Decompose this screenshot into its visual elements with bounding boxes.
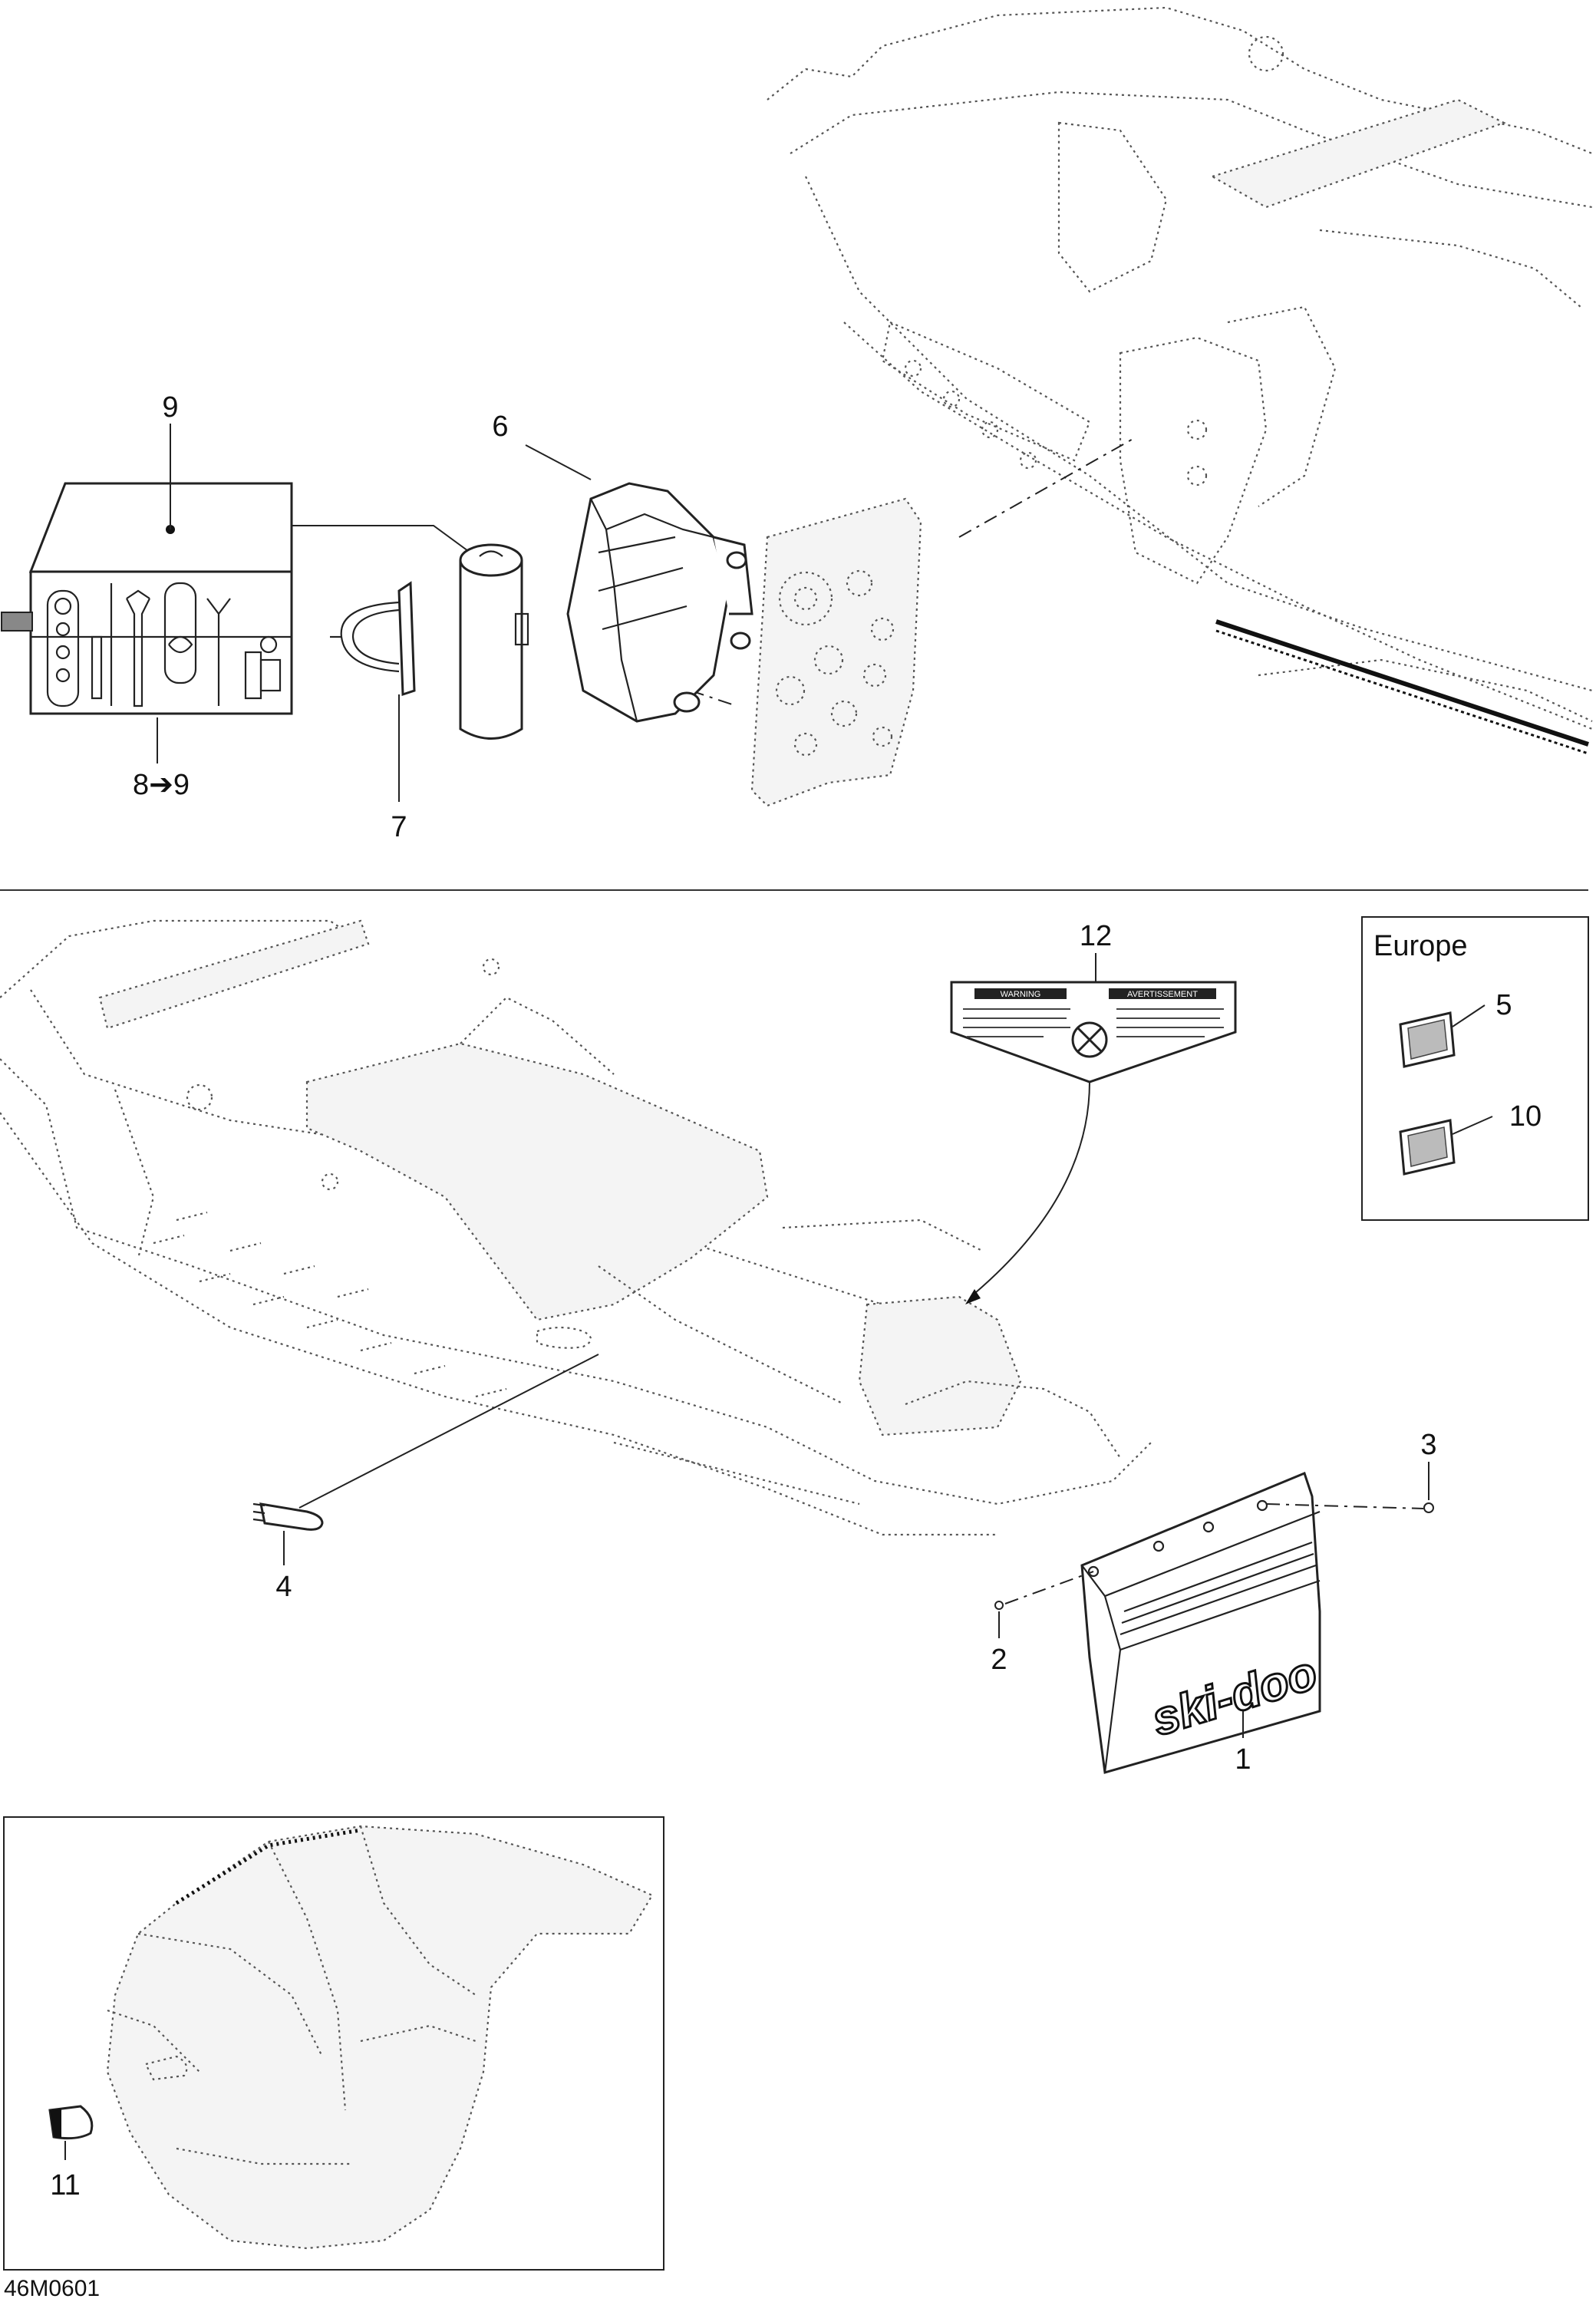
svg-text:4: 4 (275, 1571, 292, 1603)
callout-12: 12 (965, 920, 1112, 1304)
callout-10: 10 (1452, 1100, 1542, 1135)
hood-reflector-11 (48, 2105, 94, 2140)
warning-decal: WARNING AVERTISSEMENT (950, 981, 1237, 1083)
callout-3: 3 (1420, 1429, 1437, 1500)
svg-text:8➔9: 8➔9 (133, 769, 190, 801)
hood-body-panel (106, 1825, 654, 2250)
svg-text:AVERTISSEMENT: AVERTISSEMENT (1127, 990, 1198, 999)
chassis-frame-top (767, 6, 1593, 731)
screw-3 (1423, 1502, 1434, 1513)
alignment-line-bracket (958, 437, 1136, 538)
svg-text:10: 10 (1509, 1100, 1542, 1133)
callout-8-9: 8➔9 (133, 717, 190, 801)
frame-runner-rail (1215, 619, 1589, 755)
svg-text:5: 5 (1495, 989, 1512, 1021)
svg-text:2: 2 (991, 1644, 1007, 1676)
screw-2 (994, 1601, 1004, 1610)
callout-2: 2 (991, 1611, 1007, 1676)
svg-text:1: 1 (1235, 1743, 1251, 1776)
bottom-inset-frame (3, 1816, 664, 2271)
svg-text:7: 7 (391, 811, 407, 843)
tool-holder-case (566, 482, 753, 723)
tool-kit-cylinder (459, 543, 529, 740)
snow-flap: ski-doo (1080, 1471, 1324, 1774)
tunnel-trim-insert (252, 1502, 324, 1531)
reflector-10 (1399, 1119, 1456, 1176)
svg-text:11: 11 (50, 2169, 80, 2201)
svg-text:9: 9 (162, 391, 178, 424)
europe-variant-box: Europe 5 10 (1361, 916, 1589, 1221)
callout-5: 5 (1452, 989, 1512, 1027)
alignment-line-screw-3 (1265, 1503, 1424, 1509)
reflector-5 (1399, 1011, 1456, 1068)
svg-text:12: 12 (1080, 920, 1112, 952)
callout-11: 11 (50, 2141, 81, 2201)
svg-text:3: 3 (1420, 1429, 1436, 1461)
callout-9: 9 (162, 391, 179, 529)
figure-code: 46M0601 (4, 2276, 100, 2301)
alignment-line-screw-2 (1004, 1571, 1094, 1604)
callout-4: 4 (275, 1354, 599, 1603)
tool-assortment (46, 582, 282, 707)
svg-text:Europe: Europe (1373, 930, 1468, 962)
callout-1: 1 (1235, 1711, 1251, 1776)
floor-slots (153, 1211, 507, 1398)
callout-6: 6 (492, 411, 592, 480)
alignment-line-case (690, 690, 737, 707)
chassis-frame-rear (0, 919, 1152, 1536)
mounting-bracket (750, 497, 922, 807)
callout-7: 7 (391, 694, 407, 843)
tool-kit-box (1, 482, 293, 715)
retaining-strap (330, 581, 416, 697)
svg-text:WARNING: WARNING (1001, 990, 1041, 999)
svg-text:6: 6 (492, 411, 508, 443)
